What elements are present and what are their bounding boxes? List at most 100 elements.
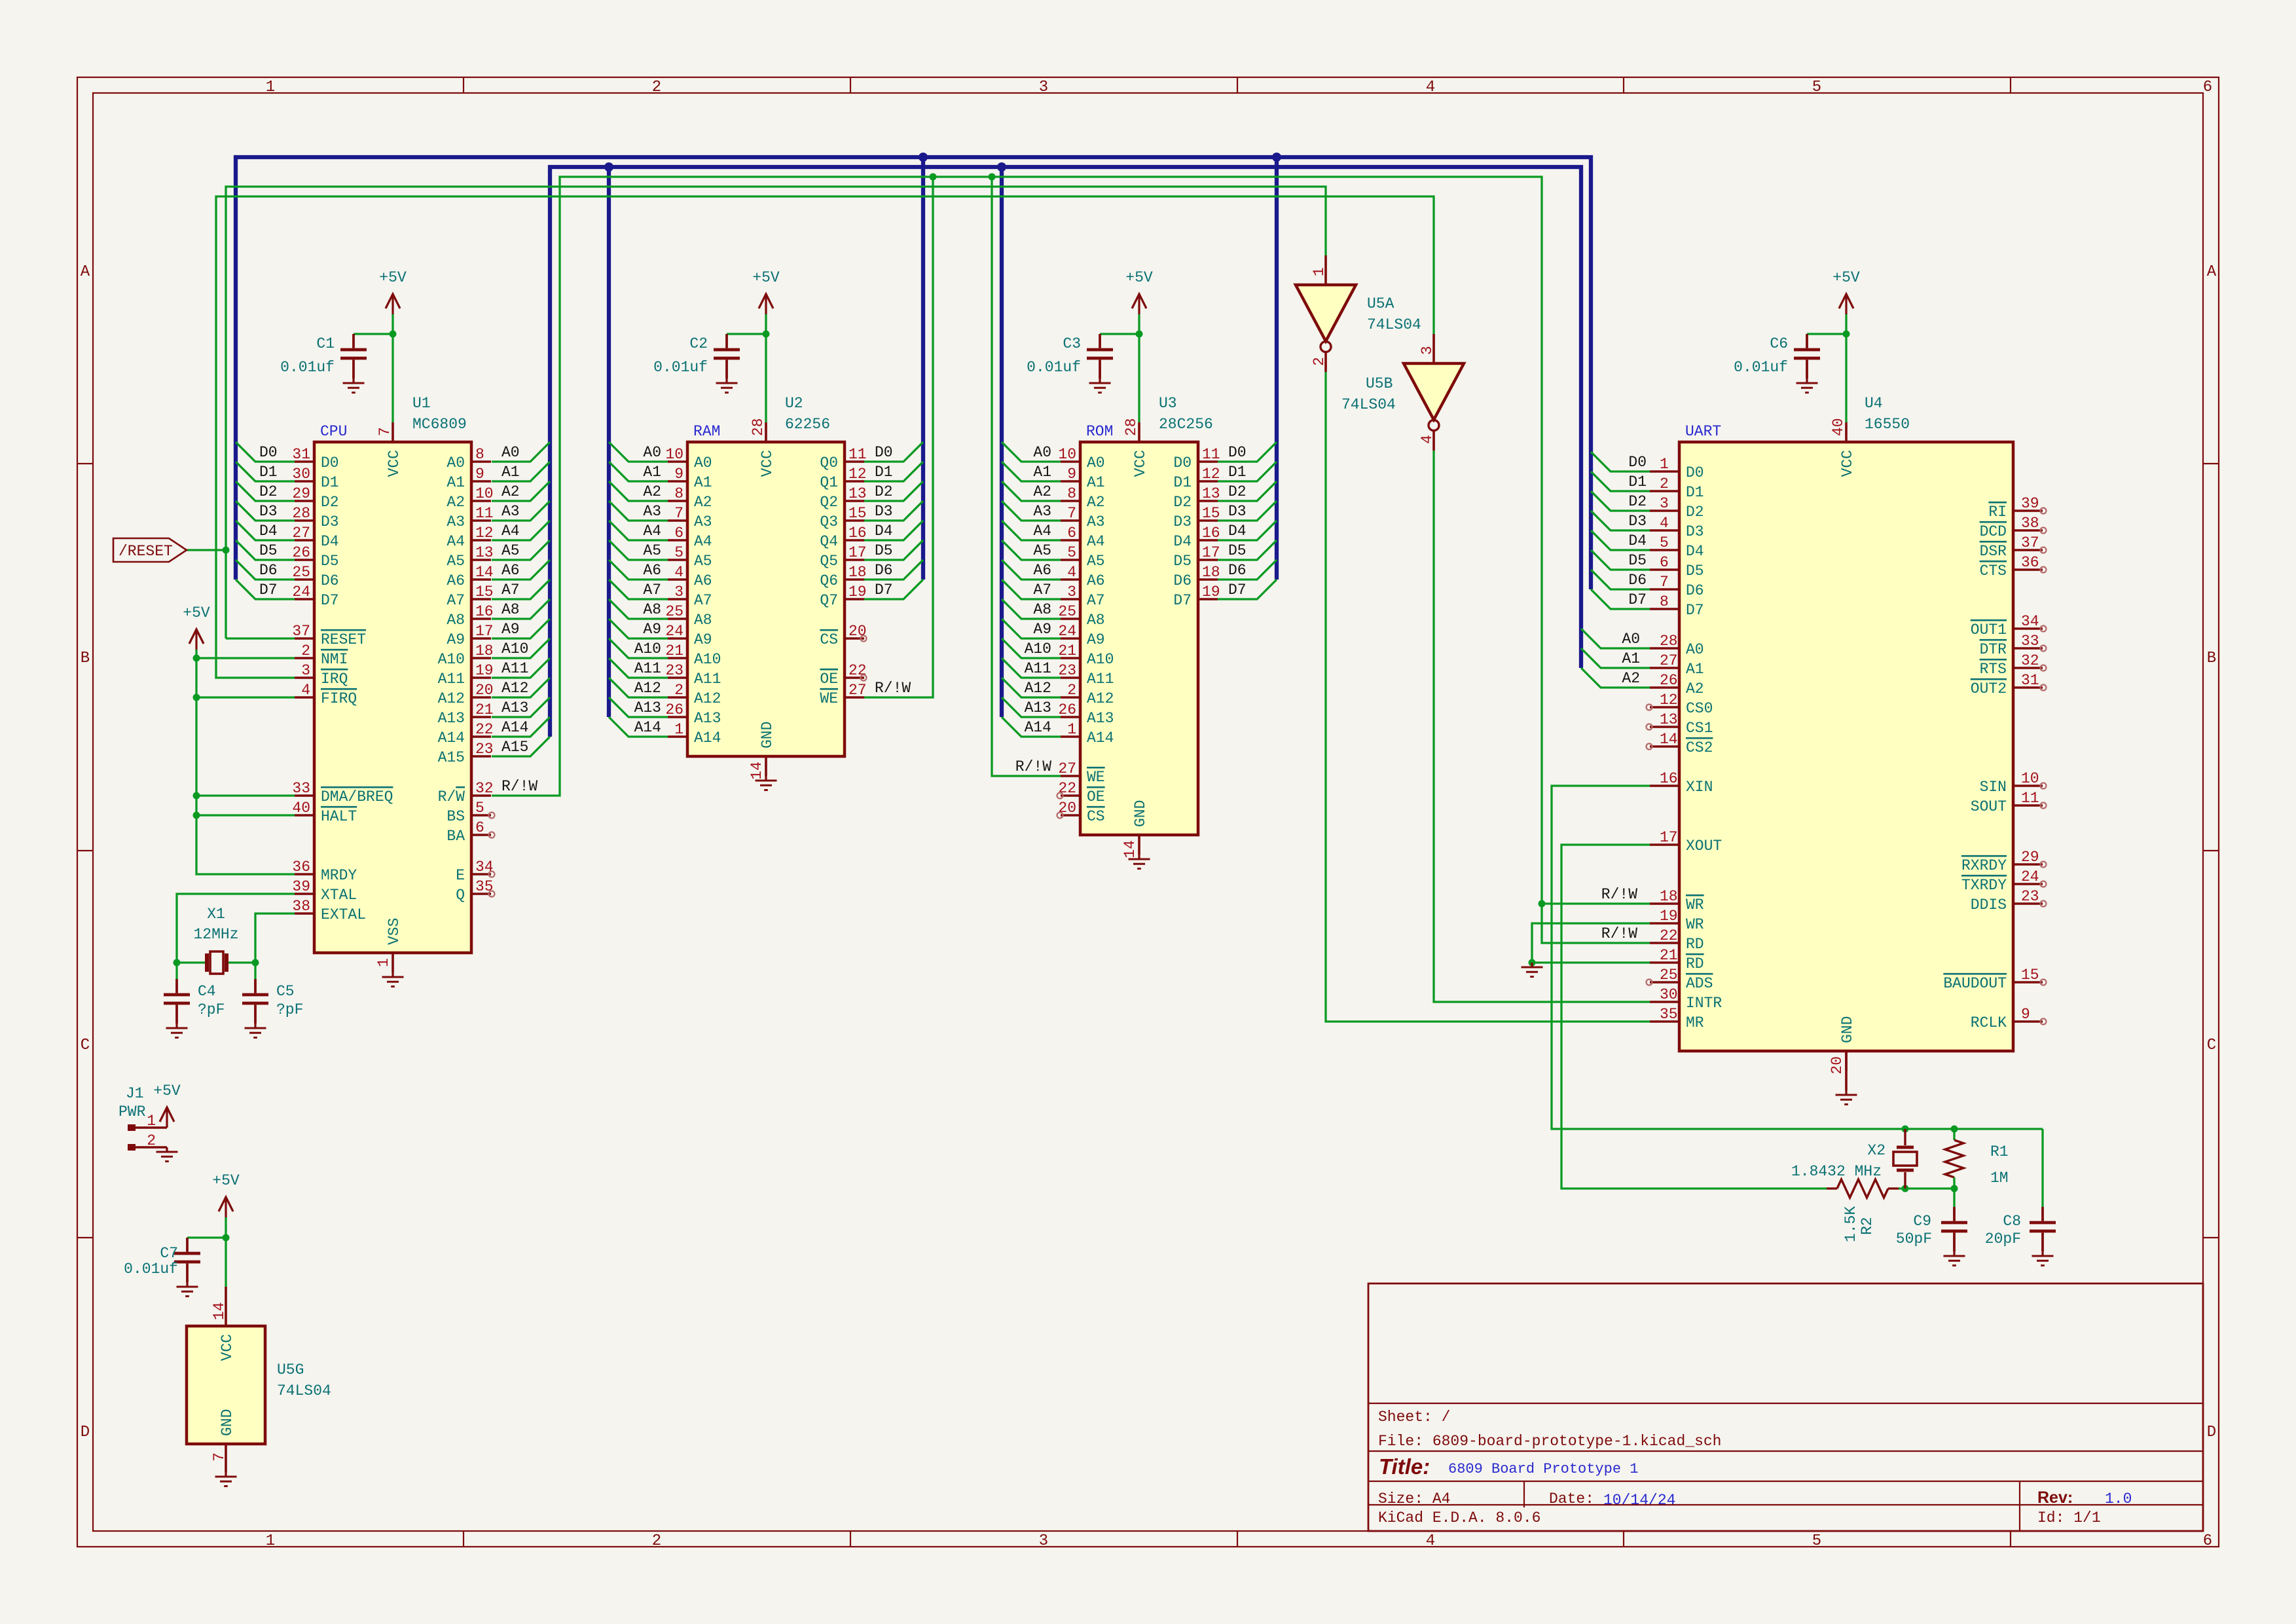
svg-text:24: 24 bbox=[1058, 623, 1076, 640]
svg-text:A6: A6 bbox=[501, 562, 520, 579]
svg-text:31: 31 bbox=[2021, 672, 2039, 689]
svg-text:X2: X2 bbox=[1867, 1142, 1886, 1159]
svg-text:22: 22 bbox=[475, 721, 494, 738]
svg-text:+5V: +5V bbox=[1125, 269, 1153, 286]
svg-text:C: C bbox=[81, 1037, 90, 1054]
svg-text:D7: D7 bbox=[321, 592, 339, 609]
svg-text:A4: A4 bbox=[694, 533, 712, 550]
svg-text:20: 20 bbox=[1829, 1056, 1846, 1075]
svg-text:28: 28 bbox=[292, 505, 310, 522]
svg-text:2: 2 bbox=[1067, 682, 1076, 699]
svg-text:11: 11 bbox=[1202, 446, 1220, 463]
svg-text:16550: 16550 bbox=[1865, 416, 1910, 433]
svg-text:A1: A1 bbox=[643, 464, 661, 481]
svg-text:D5: D5 bbox=[1686, 563, 1704, 580]
svg-text:9: 9 bbox=[475, 466, 484, 483]
svg-text:29: 29 bbox=[292, 485, 310, 502]
svg-text:A4: A4 bbox=[643, 523, 661, 540]
svg-text:22: 22 bbox=[1058, 780, 1076, 797]
svg-text:3: 3 bbox=[1419, 346, 1436, 355]
svg-text:18: 18 bbox=[1660, 888, 1678, 905]
svg-text:C5: C5 bbox=[276, 983, 295, 1000]
svg-text:9: 9 bbox=[674, 466, 683, 483]
svg-text:10: 10 bbox=[2021, 770, 2039, 787]
svg-text:6: 6 bbox=[2203, 1532, 2212, 1550]
svg-text:CS0: CS0 bbox=[1686, 700, 1713, 717]
svg-text:OE: OE bbox=[820, 671, 838, 688]
svg-text:1: 1 bbox=[674, 721, 683, 738]
svg-text:24: 24 bbox=[665, 623, 683, 640]
svg-text:D6: D6 bbox=[1173, 572, 1192, 589]
svg-text:34: 34 bbox=[475, 858, 494, 876]
svg-text:A5: A5 bbox=[1033, 542, 1051, 559]
svg-text:A12: A12 bbox=[438, 690, 465, 707]
svg-text:D4: D4 bbox=[875, 523, 893, 540]
svg-text:A14: A14 bbox=[501, 719, 528, 736]
svg-text:14: 14 bbox=[211, 1302, 228, 1320]
svg-text:+5V: +5V bbox=[183, 604, 210, 621]
svg-text:23: 23 bbox=[665, 662, 683, 679]
svg-text:2: 2 bbox=[652, 1532, 661, 1550]
svg-text:EXTAL: EXTAL bbox=[321, 906, 366, 923]
svg-text:D2: D2 bbox=[1628, 493, 1647, 510]
svg-text:A7: A7 bbox=[446, 592, 465, 609]
svg-text:Q2: Q2 bbox=[820, 494, 838, 511]
svg-text:26: 26 bbox=[665, 701, 683, 718]
svg-text:C3: C3 bbox=[1063, 335, 1081, 352]
svg-text:CS: CS bbox=[1087, 808, 1105, 825]
svg-text:RXRDY: RXRDY bbox=[1961, 857, 2007, 874]
svg-text:21: 21 bbox=[475, 701, 494, 718]
svg-text:5: 5 bbox=[1812, 1532, 1821, 1550]
svg-text:50pF: 50pF bbox=[1896, 1230, 1932, 1247]
svg-text:1: 1 bbox=[266, 79, 275, 96]
svg-text:27: 27 bbox=[1058, 760, 1076, 777]
svg-text:D2: D2 bbox=[321, 494, 339, 511]
svg-text:A5: A5 bbox=[643, 542, 661, 559]
svg-text:15: 15 bbox=[848, 505, 867, 522]
svg-text:A14: A14 bbox=[694, 729, 721, 747]
svg-text:INTR: INTR bbox=[1686, 995, 1722, 1012]
svg-text:A2: A2 bbox=[694, 494, 712, 511]
svg-text:2: 2 bbox=[301, 642, 310, 659]
svg-text:21: 21 bbox=[665, 642, 683, 659]
svg-text:14: 14 bbox=[475, 564, 494, 581]
svg-text:5: 5 bbox=[674, 544, 683, 561]
svg-text:A6: A6 bbox=[643, 562, 661, 579]
svg-text:A15: A15 bbox=[438, 749, 465, 766]
svg-text:A12: A12 bbox=[634, 680, 661, 697]
svg-text:40: 40 bbox=[292, 800, 310, 817]
svg-text:A0: A0 bbox=[643, 444, 661, 461]
svg-text:28: 28 bbox=[750, 418, 767, 436]
svg-text:A1: A1 bbox=[501, 464, 520, 481]
svg-text:R/!W: R/!W bbox=[1601, 925, 1637, 942]
svg-text:11: 11 bbox=[2021, 790, 2039, 807]
svg-text:A7: A7 bbox=[643, 581, 661, 599]
svg-text:0.01uf: 0.01uf bbox=[1734, 359, 1788, 376]
svg-text:3: 3 bbox=[1067, 583, 1076, 600]
svg-text:A8: A8 bbox=[1087, 612, 1105, 629]
svg-text:A5: A5 bbox=[501, 542, 520, 559]
svg-text:D7: D7 bbox=[1228, 581, 1247, 599]
svg-text:Q0: Q0 bbox=[820, 454, 838, 471]
svg-text:XTAL: XTAL bbox=[321, 887, 357, 904]
svg-text:2: 2 bbox=[1311, 357, 1328, 366]
svg-text:U5A: U5A bbox=[1367, 295, 1394, 312]
svg-text:A3: A3 bbox=[446, 513, 465, 530]
svg-text:39: 39 bbox=[2021, 495, 2039, 512]
svg-text:R2: R2 bbox=[1859, 1217, 1876, 1235]
svg-text:25: 25 bbox=[1660, 967, 1678, 984]
svg-text:D3: D3 bbox=[259, 503, 278, 520]
svg-text:7: 7 bbox=[1067, 505, 1076, 522]
svg-text:A1: A1 bbox=[1033, 464, 1051, 481]
svg-text:12: 12 bbox=[1202, 466, 1220, 483]
svg-text:A4: A4 bbox=[446, 533, 465, 550]
svg-text:D2: D2 bbox=[1228, 483, 1247, 500]
svg-text:A9: A9 bbox=[1033, 621, 1051, 638]
svg-text:12: 12 bbox=[475, 525, 494, 542]
svg-text:16: 16 bbox=[1202, 525, 1220, 542]
svg-text:28: 28 bbox=[1660, 633, 1678, 650]
svg-text:35: 35 bbox=[475, 878, 494, 895]
svg-text:8: 8 bbox=[1660, 593, 1669, 610]
svg-text:D4: D4 bbox=[1228, 523, 1247, 540]
svg-text:20: 20 bbox=[475, 682, 494, 699]
